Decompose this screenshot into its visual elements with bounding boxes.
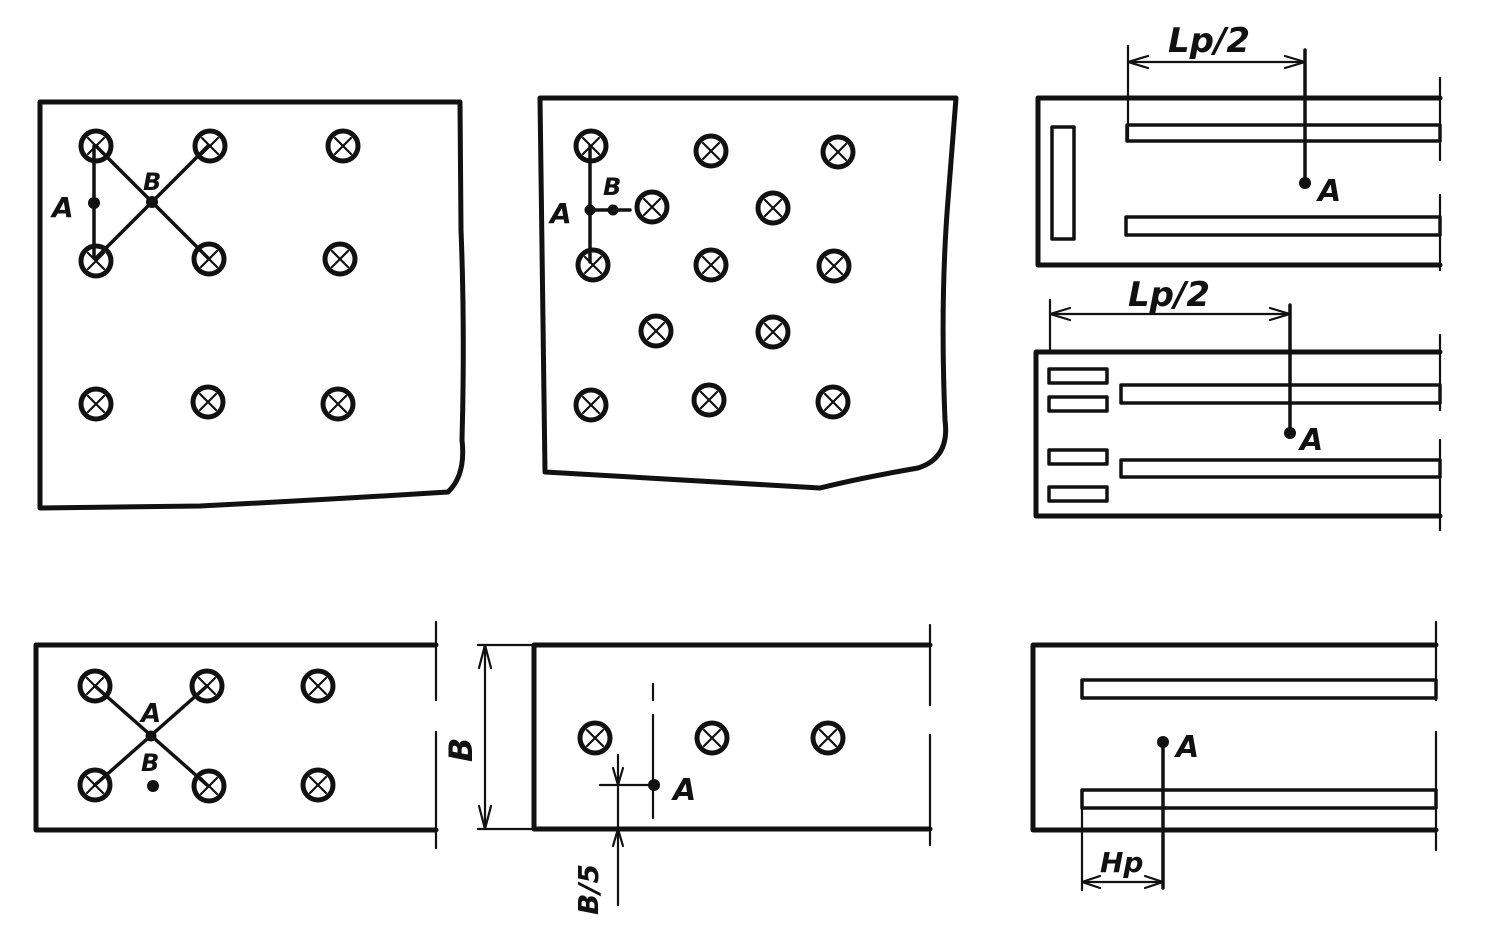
bolt-symbol bbox=[634, 189, 670, 225]
label-dim-hp: Hp bbox=[1100, 846, 1143, 879]
arrow-head bbox=[1283, 54, 1307, 70]
panel-slot-plate-top: Lp/2 A bbox=[1035, 21, 1443, 272]
short-slot bbox=[1047, 485, 1109, 503]
long-slot bbox=[1119, 458, 1442, 479]
measure-point-a bbox=[648, 779, 660, 791]
bolt-symbol bbox=[816, 248, 852, 284]
measure-point-a bbox=[145, 730, 157, 742]
label-point-a: A bbox=[671, 773, 696, 808]
bolt-symbol bbox=[191, 768, 227, 804]
label-point-a: A bbox=[50, 191, 74, 224]
bolt-symbol bbox=[300, 767, 336, 803]
bolt-symbol bbox=[638, 313, 674, 349]
measure-point-a bbox=[1284, 427, 1296, 439]
label-dim-b: B bbox=[442, 738, 480, 762]
bolt-symbol bbox=[755, 314, 791, 350]
label-point-b: B bbox=[603, 173, 621, 201]
label-dim-b-fifth: B/5 bbox=[572, 864, 605, 915]
panel-slot-strip-bottom: Hp A bbox=[1030, 620, 1439, 892]
edge-slot bbox=[1050, 125, 1076, 241]
label-point-a: A bbox=[548, 197, 572, 230]
measure-point-a bbox=[584, 204, 596, 216]
plate-outline bbox=[1035, 95, 1443, 268]
arrow-head bbox=[1268, 306, 1292, 322]
bolt-symbol bbox=[573, 128, 609, 164]
bolt-symbol bbox=[820, 134, 856, 170]
panel-square-grid-plate: A B bbox=[37, 99, 466, 511]
label-point-a: A bbox=[139, 699, 161, 729]
plate-outline bbox=[537, 95, 959, 491]
bolt-symbol bbox=[755, 190, 791, 226]
arrow-head bbox=[1048, 306, 1072, 322]
long-slot bbox=[1080, 788, 1438, 810]
bolt-symbol bbox=[691, 382, 727, 418]
arrow-head bbox=[1143, 874, 1165, 890]
bolt-symbol bbox=[693, 133, 729, 169]
bolt-symbol bbox=[189, 668, 225, 704]
plate-outline bbox=[37, 99, 466, 511]
long-slot bbox=[1125, 123, 1442, 143]
plate-outline bbox=[33, 642, 439, 833]
measure-point-b bbox=[607, 204, 619, 216]
label-dim-lp-half: Lp/2 bbox=[1128, 275, 1210, 315]
bolt-symbol bbox=[77, 767, 113, 803]
measure-point-a bbox=[1299, 177, 1311, 189]
bolt-row bbox=[577, 720, 846, 756]
bolt-symbol bbox=[810, 720, 846, 756]
bolt-symbol bbox=[191, 241, 227, 277]
arrow-head bbox=[1126, 54, 1150, 70]
bolt-symbol bbox=[325, 128, 361, 164]
bolt-symbol bbox=[78, 243, 114, 279]
bolt-symbol bbox=[320, 386, 356, 422]
arrow-head bbox=[611, 827, 625, 848]
bolt-symbol bbox=[192, 128, 228, 164]
bolt-symbol bbox=[190, 384, 226, 420]
plate-outline bbox=[1033, 349, 1443, 519]
panel-slot-plate-middle: Lp/2 A bbox=[1033, 275, 1443, 532]
bolt-symbol bbox=[300, 668, 336, 704]
label-point-b: B bbox=[141, 749, 159, 777]
arrow-head bbox=[477, 643, 493, 670]
long-slot bbox=[1080, 678, 1438, 700]
label-point-a: A bbox=[1298, 423, 1323, 458]
short-slot bbox=[1047, 367, 1109, 385]
arrow-head bbox=[477, 804, 493, 831]
bolt-symbol bbox=[577, 720, 613, 756]
label-point-a: A bbox=[1316, 174, 1341, 209]
bolt-symbol bbox=[78, 386, 114, 422]
bolt-symbol bbox=[78, 128, 114, 164]
bolt-grid bbox=[77, 668, 336, 804]
measure-point-b bbox=[147, 780, 159, 792]
bolt-grid bbox=[573, 128, 856, 423]
label-point-a: A bbox=[1174, 730, 1199, 765]
panel-strip-two-rows: A B bbox=[33, 620, 439, 850]
bolt-symbol bbox=[77, 668, 113, 704]
bolt-symbol bbox=[815, 384, 851, 420]
plate-outline bbox=[531, 642, 933, 832]
label-dim-lp-half: Lp/2 bbox=[1168, 21, 1250, 61]
arrow-head bbox=[611, 766, 625, 787]
label-point-b: B bbox=[143, 168, 161, 196]
panel-staggered-grid-plate: A B bbox=[537, 95, 959, 491]
measure-point-a bbox=[88, 197, 100, 209]
arrow-head bbox=[1080, 874, 1102, 890]
bolt-symbol bbox=[573, 387, 609, 423]
bolt-grid bbox=[78, 128, 361, 422]
bolt-symbol bbox=[694, 720, 730, 756]
long-slot bbox=[1119, 383, 1442, 405]
bolt-symbol bbox=[575, 247, 611, 283]
long-slot bbox=[1124, 215, 1442, 237]
bolt-symbol bbox=[693, 247, 729, 283]
measure-point-a bbox=[1157, 736, 1169, 748]
bolt-symbol bbox=[322, 241, 358, 277]
short-slot bbox=[1047, 395, 1109, 413]
panel-strip-single-row: B A B/5 bbox=[442, 623, 933, 915]
plate-outline bbox=[1030, 642, 1439, 833]
short-slot bbox=[1047, 448, 1109, 466]
measure-point-b bbox=[146, 196, 158, 208]
